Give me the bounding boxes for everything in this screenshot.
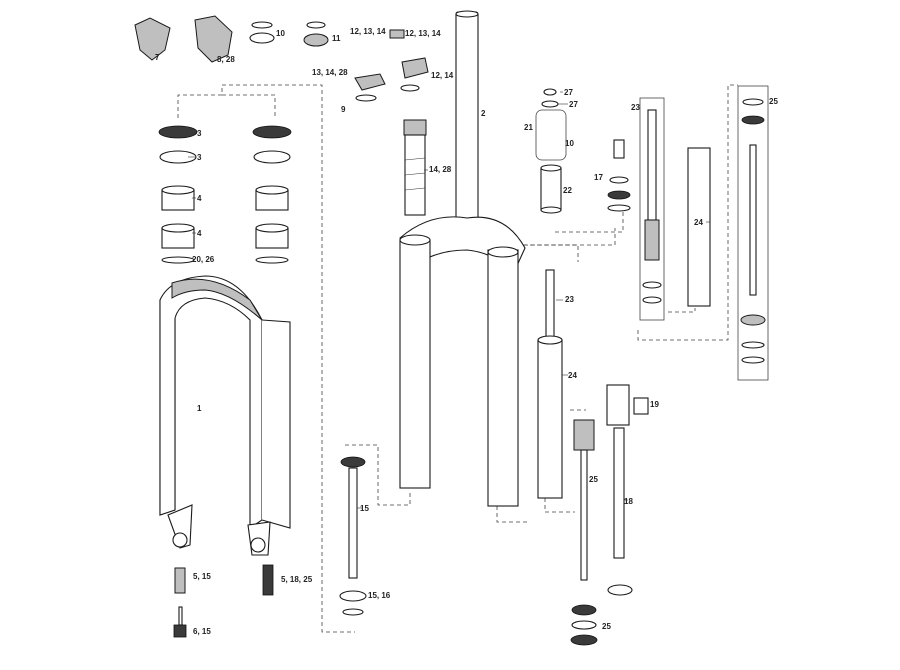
label-25-a: 25 [769, 97, 778, 106]
part-24-tube-upper [687, 147, 711, 307]
label-11: 11 [332, 34, 341, 43]
label-4-b: 4 [197, 229, 202, 238]
label-15: 15 [360, 504, 369, 513]
label-19: 19 [650, 400, 659, 409]
leader-lines [188, 91, 710, 509]
label-14-28: 14, 28 [429, 165, 452, 174]
label-3-b: 3 [197, 153, 202, 162]
label-23-a: 23 [631, 103, 640, 112]
label-1: 1 [197, 404, 202, 413]
crown-steerer-assembly [399, 10, 526, 507]
label-12-13-14-a: 12, 13, 14 [350, 27, 386, 36]
label-20-26: 20, 26 [192, 255, 215, 264]
bottom-bolts [173, 564, 274, 638]
bushing-stack-right [252, 125, 292, 264]
label-21: 21 [524, 123, 533, 132]
bushing-stack-left [158, 125, 198, 264]
label-22: 22 [563, 186, 572, 195]
part-23-24-middle [537, 269, 563, 499]
remote-levers [134, 15, 233, 63]
label-9: 9 [341, 105, 346, 114]
label-10b: 10 [565, 139, 574, 148]
label-13-14-28: 13, 14, 28 [312, 68, 348, 77]
label-8-28: 8, 28 [217, 55, 235, 64]
label-24-b: 24 [568, 371, 577, 380]
small-rings-10-11 [249, 21, 329, 47]
part-21-22 [535, 88, 567, 214]
label-10: 10 [276, 29, 285, 38]
top-cap-parts [354, 29, 429, 102]
label-2: 2 [481, 109, 486, 118]
label-17: 17 [594, 173, 603, 182]
label-4-a: 4 [197, 194, 202, 203]
part-25-box [737, 85, 769, 381]
label-18: 18 [624, 497, 633, 506]
label-12-13-14-b: 12, 13, 14 [405, 29, 441, 38]
lower-leg-assembly [159, 275, 291, 556]
label-27-a: 27 [564, 88, 573, 97]
label-12-14: 12, 14 [431, 71, 454, 80]
part-labels: 7 8, 28 10 11 12, 13, 14 12, 13, 14 13, … [155, 27, 778, 636]
label-3-a: 3 [197, 129, 202, 138]
label-7: 7 [155, 53, 160, 62]
label-25-b: 25 [589, 475, 598, 484]
label-6-15: 6, 15 [193, 627, 211, 636]
label-15-16: 15, 16 [368, 591, 391, 600]
label-24-a: 24 [694, 218, 703, 227]
part-25-rod [570, 419, 598, 646]
part-18-19 [606, 384, 649, 596]
label-5-15: 5, 15 [193, 572, 211, 581]
assembly-lines [177, 84, 738, 633]
part-15-shaft [339, 456, 367, 616]
label-5-18-25: 5, 18, 25 [281, 575, 313, 584]
label-23-b: 23 [565, 295, 574, 304]
part-23-box [639, 97, 665, 321]
label-25-c: 25 [602, 622, 611, 631]
label-27-b: 27 [569, 100, 578, 109]
part-17 [607, 139, 631, 212]
damper-cartridge [403, 119, 427, 216]
